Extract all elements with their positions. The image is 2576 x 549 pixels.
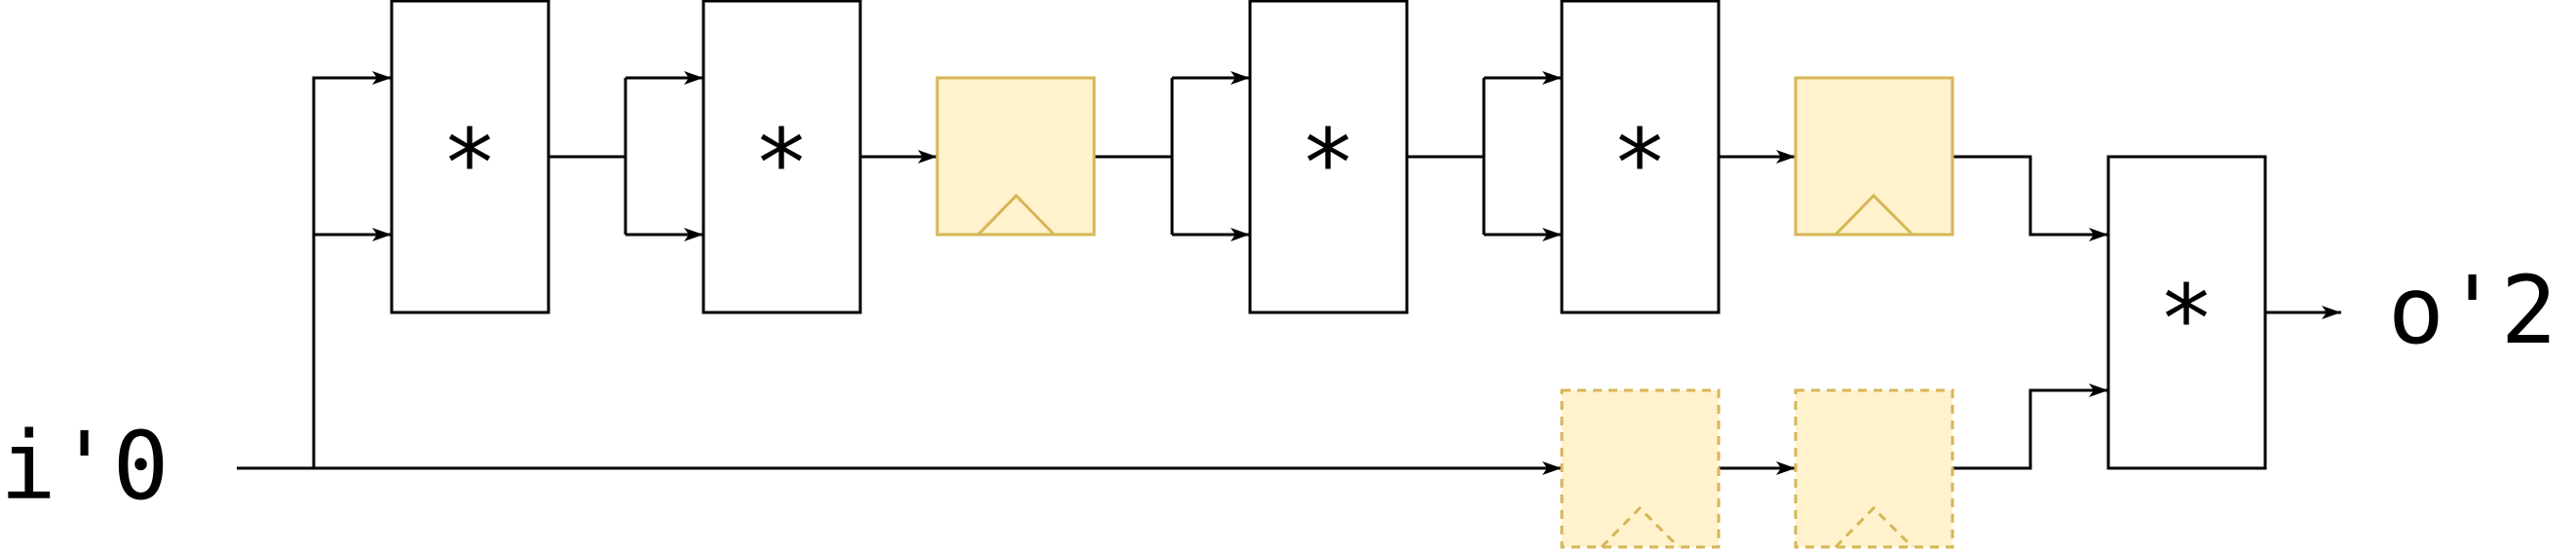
register-box [1794,388,1954,549]
register-box [1560,388,1721,549]
clock-triangle-icon [976,193,1056,237]
register-box [935,76,1096,237]
register-box [1794,76,1954,237]
multiplier-2: * [701,0,862,314]
clock-triangle-icon [1834,193,1914,237]
multiply-symbol: * [753,109,810,218]
reg4-to-m5-wire [1952,384,2108,470]
clock-triangle-icon [1834,505,1914,549]
m3-to-m4-wires [1407,71,1562,241]
register-1 [935,76,1096,237]
multiplier-5: * [2106,155,2267,470]
m1-to-m2-wires [549,71,703,241]
multiplier-box [1560,0,1721,314]
register-2 [1794,76,1954,237]
output-port-label: o'2 [2388,256,2557,365]
multiplier-box [701,0,862,314]
multiplier-4: * [1560,0,1721,314]
input-to-m1-top-wire [312,71,392,468]
register-4-ghost [1794,388,1954,549]
clock-triangle-icon [1600,505,1681,549]
multiplier-box [390,0,550,314]
multiplier-box [1248,0,1409,314]
reg1-to-m3-wires [1094,71,1250,241]
multiply-symbol: * [441,109,498,218]
multiplier-box [2106,155,2267,470]
multiplier-3: * [1248,0,1409,314]
multiply-symbol: * [2158,265,2215,374]
reg2-to-m5-wire [1952,155,2108,241]
multiplier-1: * [390,0,550,314]
input-port-label: i'0 [0,412,169,521]
multiply-symbol: * [1611,109,1668,218]
multiply-symbol: * [1300,109,1356,218]
register-3-ghost [1560,388,1721,549]
input-wires [237,71,1562,475]
